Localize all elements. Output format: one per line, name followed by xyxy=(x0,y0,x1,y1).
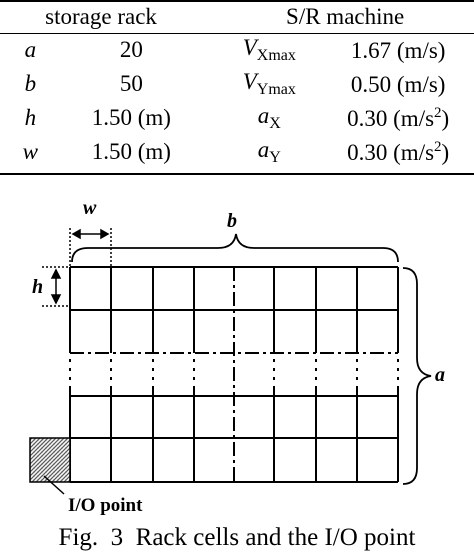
table-row: h 1.50 (m) aX 0.30 (m/s2) xyxy=(0,102,474,136)
rack-value: 1.50 (m) xyxy=(91,105,171,130)
rack-grid xyxy=(69,266,399,483)
machine-param: VXmax xyxy=(242,35,296,64)
rack-symbol: a xyxy=(24,37,37,62)
rack-symbol: b xyxy=(24,71,37,96)
h-dimension xyxy=(42,266,70,307)
machine-param: VYmax xyxy=(242,69,296,98)
a-brace xyxy=(402,267,432,485)
machine-value: 0.30 (m/s2) xyxy=(347,104,450,131)
machine-param: aX xyxy=(257,103,281,132)
table-row: b 50 VYmax 0.50 (m/s) xyxy=(0,68,474,102)
figure-caption: Fig. 3 Rack cells and the I/O point xyxy=(58,524,416,551)
rack-diagram xyxy=(29,228,432,495)
rack-value: 50 xyxy=(119,71,143,96)
rack-symbol: h xyxy=(24,105,37,130)
header-storage-rack: storage rack xyxy=(0,0,203,34)
rack-value: 20 xyxy=(119,37,143,62)
a-label: a xyxy=(435,364,445,386)
grid-verticals xyxy=(69,267,399,482)
io-point-box xyxy=(29,437,71,483)
machine-value: 1.67 (m/s) xyxy=(350,37,446,63)
machine-value: 0.50 (m/s) xyxy=(350,71,446,97)
b-label: b xyxy=(227,210,237,232)
machine-param: aY xyxy=(216,136,323,175)
w-label: w xyxy=(83,197,97,219)
parameter-table: storage rack S/R machine a 20 VXmax 1.67… xyxy=(0,0,474,175)
rack-figure: w b h a I/O point xyxy=(0,190,474,520)
table-row: a 20 VXmax 1.67 (m/s) xyxy=(0,34,474,69)
table-row: w 1.50 (m) aY 0.30 (m/s2) xyxy=(0,136,474,175)
io-point-leader xyxy=(43,475,65,495)
io-point-label: I/O point xyxy=(68,495,143,516)
table-header-row: storage rack S/R machine xyxy=(0,0,474,34)
rack-value: 1.50 (m) xyxy=(60,136,203,175)
h-label: h xyxy=(32,276,44,298)
machine-value: 0.30 (m/s2) xyxy=(322,136,474,175)
header-gap xyxy=(202,0,217,34)
header-sr-machine: S/R machine xyxy=(216,0,474,34)
b-brace xyxy=(71,233,399,263)
rack-symbol: w xyxy=(0,136,61,175)
